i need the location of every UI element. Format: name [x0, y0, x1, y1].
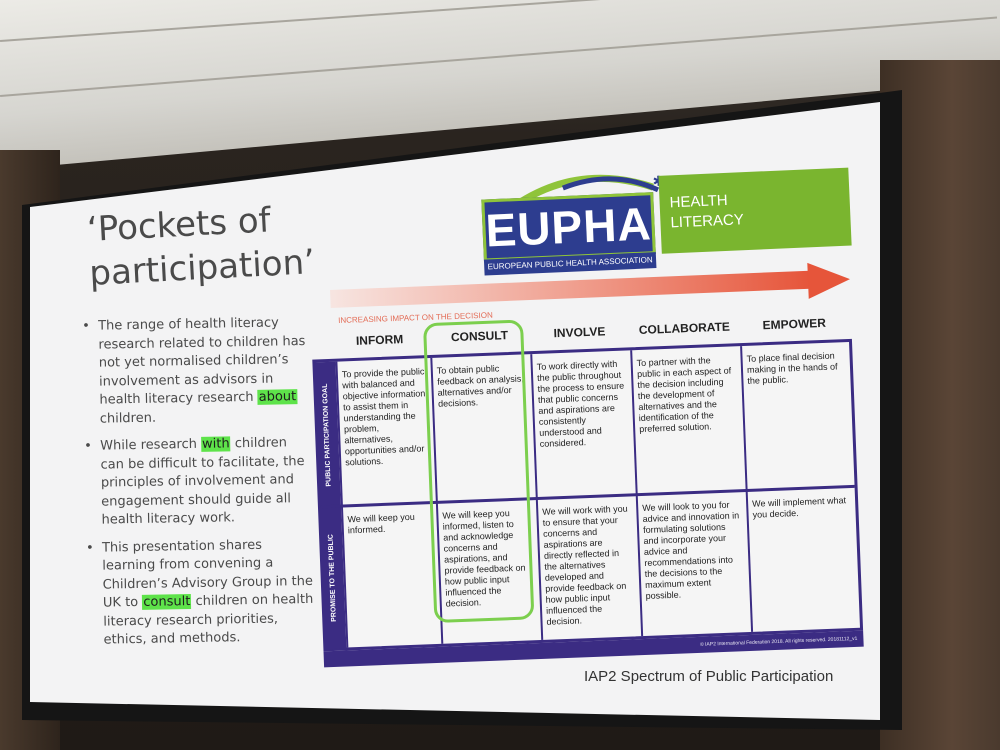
- bullet-list: • The range of health literacy research …: [76, 314, 317, 660]
- column-header: EMPOWER: [762, 315, 827, 333]
- slide-caption: IAP2 Spectrum of Public Participation: [584, 668, 834, 685]
- goal-cell: To partner with the public in each aspec…: [636, 355, 732, 435]
- consult-highlight-ring: [422, 319, 535, 624]
- row-label-text: PUBLIC PARTICIPATION GOAL: [321, 382, 333, 487]
- highlighted-word: about: [257, 389, 298, 405]
- eupha-logo: ✱ EUPHA EUROPEAN PUBLIC HEALTH ASSOCIATI…: [472, 153, 867, 290]
- eupha-wordmark: EUPHA: [481, 192, 656, 262]
- health-literacy-box: HEALTH LITERACY: [658, 167, 852, 254]
- promise-cell: We will keep you informed.: [347, 511, 415, 536]
- promise-cell: We will implement what you decide.: [751, 495, 847, 520]
- column-header: INFORM: [355, 332, 404, 348]
- promise-cell: We will look to you for advice and innov…: [642, 499, 740, 601]
- row-label-text: PROMISE TO THE PUBLIC: [327, 533, 338, 622]
- goal-cell: To work directly with the public through…: [536, 358, 625, 449]
- highlighted-word: consult: [142, 594, 192, 610]
- bullet-text: children.: [99, 410, 157, 427]
- slide-title: ‘Pockets of participation’: [86, 200, 316, 294]
- goal-cell: To place final decision making in the ha…: [746, 350, 838, 386]
- spectrum-table: INFORM CONSULT INVOLVE COLLABORATE EMPOW…: [300, 279, 873, 668]
- bullet-item: • This presentation shares learning from…: [80, 535, 317, 650]
- bullet-text: While research: [100, 436, 202, 454]
- highlighted-word: with: [200, 436, 231, 452]
- bullet-dot: •: [84, 438, 93, 454]
- spectrum-grid: PUBLIC PARTICIPATION GOAL PROMISE TO THE…: [312, 338, 864, 652]
- bullet-item: • The range of health literacy research …: [76, 314, 313, 429]
- bullet-item: • While research with children can be di…: [78, 434, 315, 531]
- column-header: INVOLVE: [553, 324, 606, 341]
- column-header: COLLABORATE: [638, 319, 731, 338]
- bullet-dot: •: [85, 540, 94, 556]
- bullet-dot: •: [82, 318, 90, 334]
- goal-cell: To provide the public with balanced and …: [341, 366, 426, 468]
- promise-cell: We will work with you to ensure that you…: [542, 503, 628, 627]
